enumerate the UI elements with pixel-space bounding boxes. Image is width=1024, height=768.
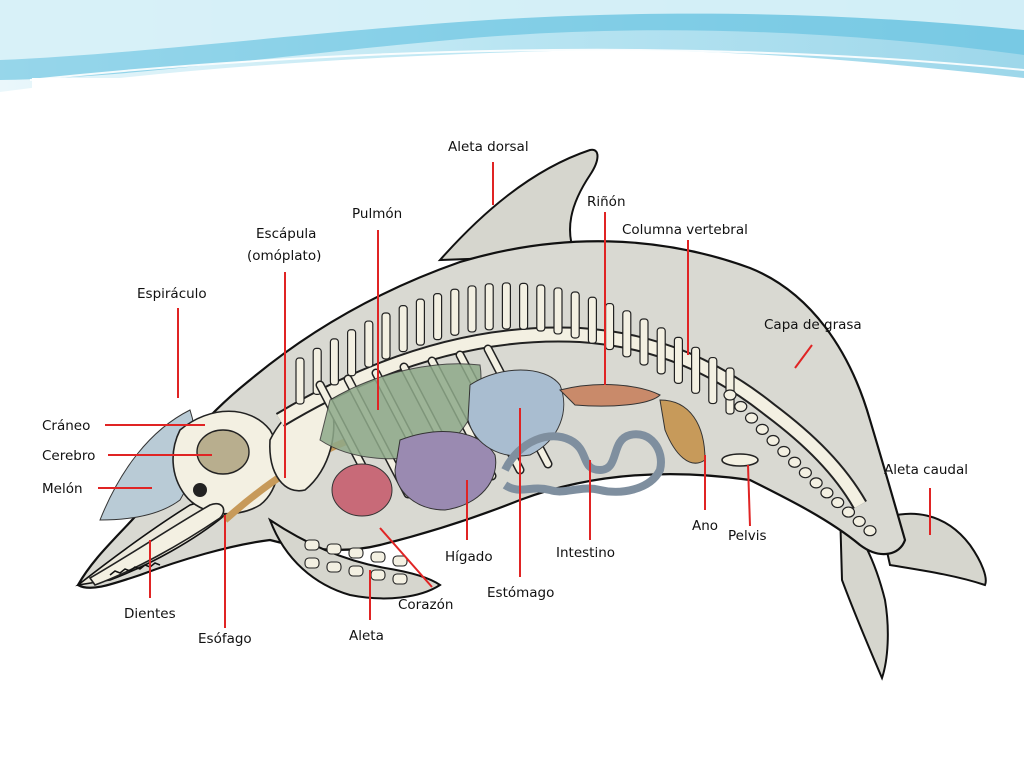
caudal-vertebra [809,477,823,489]
vertebra-spine [295,357,305,405]
vertebra-spine [587,296,598,344]
vertebra-spine [536,284,546,332]
caudal-vertebra [852,515,866,528]
flipper-bone [392,555,408,567]
label-escapula: Escápula [256,226,316,242]
caudal-vertebra [820,487,834,499]
vertebra-spine [639,318,649,366]
label-esofago: Esófago [198,631,252,647]
label-columna-vertebral: Columna vertebral [622,222,748,238]
label-aleta-dorsal: Aleta dorsal [448,139,529,155]
label-cerebro: Cerebro [42,448,95,464]
caudal-vertebra [831,496,845,509]
vertebra-spine [381,312,391,360]
caudal-vertebra [744,412,759,424]
vertebra-spine [553,287,563,335]
flipper-bone [370,569,386,581]
label-ano: Ano [692,518,718,534]
vertebra-spine [501,282,511,330]
brain-organ [196,429,250,475]
labels: Aleta dorsal Riñón Columna vertebral Pul… [42,139,968,647]
label-rinon: Riñón [587,194,626,210]
flipper-bone [326,561,342,573]
caudal-vertebra [863,525,877,537]
caudal-vertebra [734,400,748,413]
caudal-vertebrae [723,389,877,537]
label-melon: Melón [42,481,83,497]
vertebra-spine [364,320,374,368]
label-dientes: Dientes [124,606,176,622]
vertebra-spine [347,329,357,377]
leader-lines [98,162,931,628]
teeth [109,562,161,576]
caudal-vertebra [841,506,856,518]
kidney-organ [559,384,661,407]
vertebra-spine [484,283,494,331]
caudal-vertebra [723,389,737,401]
caudal-vertebra [766,434,780,447]
skull [88,410,280,586]
caudal-vertebra [755,423,769,435]
flipper-bone [304,557,320,569]
vertebra-spine [673,336,684,384]
heart-organ [331,463,393,517]
flipper-bone [326,543,342,555]
spinous-processes [295,282,735,415]
vertebra-spine [398,305,408,353]
vertebra-spine [518,282,529,330]
label-omoplato: (omóplato) [247,248,321,264]
label-estomago: Estómago [487,585,554,601]
label-capa-de-grasa: Capa de grasa [764,317,862,333]
vertebra-spine [622,310,632,358]
label-espiraculo: Espiráculo [137,286,207,302]
flipper-bone [304,539,320,551]
caudal-vertebra [777,445,791,458]
flipper-bone [348,547,364,559]
flipper-bone [392,573,408,585]
label-corazon: Corazón [398,597,453,613]
caudal-vertebra [788,456,802,468]
vertebra-spine [708,356,718,405]
label-craneo: Cráneo [42,418,90,434]
vertebra-spine [690,346,701,394]
vertebra-spine [415,298,425,346]
pelvis-bone [721,453,759,467]
flipper-bone [348,565,364,577]
label-aleta: Aleta [349,628,384,644]
flipper-bone [370,551,386,563]
vertebra-spine [467,285,477,333]
label-pulmon: Pulmón [352,206,402,222]
vertebra-spine [329,338,339,386]
label-aleta-caudal: Aleta caudal [884,462,968,478]
label-pelvis: Pelvis [728,528,767,544]
label-higado: Hígado [445,549,493,565]
intestine-organ [501,430,665,496]
caudal-vertebra [798,467,812,479]
vertebra-spine [570,291,580,339]
liver-organ [394,431,497,511]
vertebra-spine [656,327,666,375]
vertebra-spine [450,288,460,336]
vertebra-spine [433,293,443,341]
slide-header-wave [0,0,1024,110]
flipper-bones [304,539,408,585]
vertebra-spine [604,302,615,351]
label-intestino: Intestino [556,545,615,561]
